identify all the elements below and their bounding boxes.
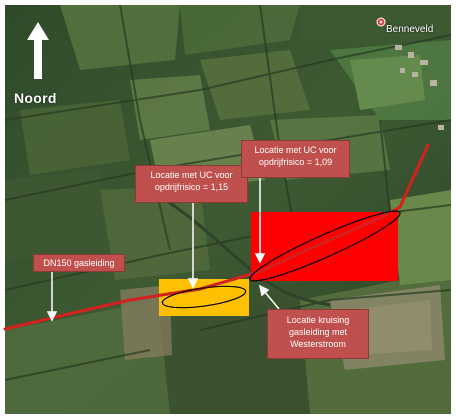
north-arrow-icon xyxy=(27,22,49,79)
village-buildings xyxy=(395,45,444,130)
callout-uc-109: Locatie met UC voor opdrijfrisico = 1,09 xyxy=(241,140,350,178)
location-pin-icon xyxy=(376,17,386,27)
uc-115-outline xyxy=(161,285,247,309)
field-patches xyxy=(5,5,451,414)
yellow-zone-uc-115[interactable] xyxy=(159,279,249,316)
red-zone-uc-109[interactable] xyxy=(251,212,398,281)
callout-uc-115: Locatie met UC voor opdrijfrisico = 1,15 xyxy=(135,165,248,203)
callout-pipeline: DN150 gasleiding xyxy=(33,254,125,272)
callout-arrows xyxy=(46,178,280,322)
uc-109-outline xyxy=(249,210,401,282)
north-label: Noord xyxy=(14,90,57,106)
place-name-label: Benneveld xyxy=(386,24,434,35)
callout-crossing: Locatie kruising gasleiding met Westerst… xyxy=(267,309,369,359)
